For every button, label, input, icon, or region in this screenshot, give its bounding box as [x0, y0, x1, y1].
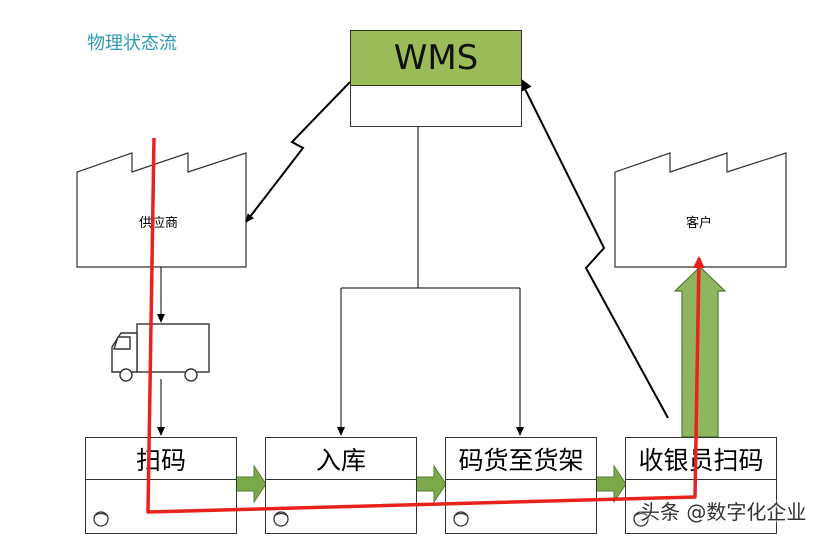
process-shelving-label: 码货至货架 [446, 438, 596, 480]
process-scan: 扫码 [85, 437, 237, 534]
wms-to-supplier-info-arrow [245, 81, 351, 223]
process-shelving: 码货至货架 [445, 437, 597, 534]
watermark-text: 头条 @数字化企业 [640, 500, 807, 524]
supplier-factory-icon [76, 152, 247, 268]
wms-tree-connector [337, 125, 524, 436]
customer-factory-icon [614, 152, 787, 268]
push-arrow-1 [235, 464, 267, 504]
process-putaway: 入库 [265, 437, 417, 534]
wms-system-box: WMS [350, 30, 522, 127]
diagram-title: 物理状态流 [87, 33, 177, 54]
process-putaway-label: 入库 [266, 438, 416, 480]
process-cashier-scan-label: 收银员扫码 [626, 438, 776, 480]
customer-label: 客户 [686, 216, 713, 231]
push-arrow-2 [415, 464, 447, 504]
wms-label: WMS [351, 31, 521, 86]
truck-icon [111, 323, 210, 382]
customer-up-arrow [673, 266, 727, 438]
process-scan-label: 扫码 [86, 438, 236, 480]
supplier-label: 供应商 [139, 216, 179, 231]
push-arrow-3 [595, 464, 627, 504]
